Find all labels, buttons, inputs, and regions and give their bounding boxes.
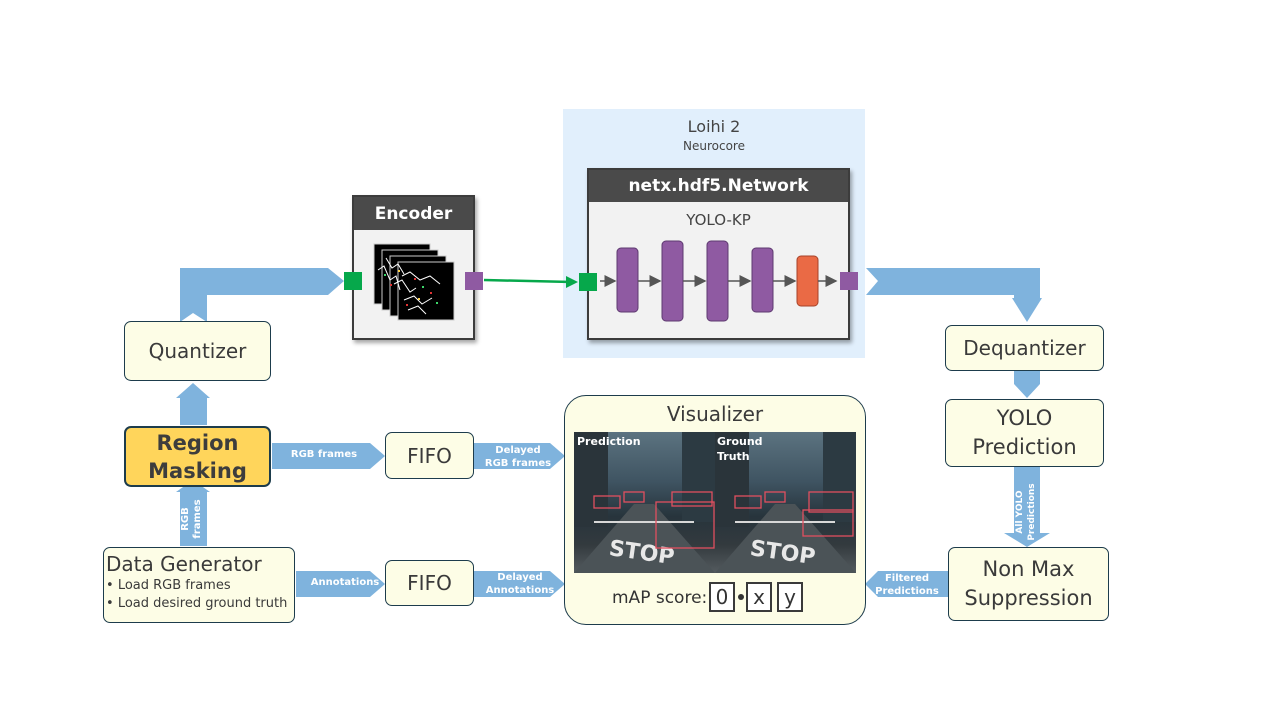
- dequantizer-label: Dequantizer: [963, 336, 1086, 360]
- yolo-prediction-line2: Prediction: [972, 435, 1077, 459]
- arrow-network-to-dequantizer: [866, 268, 1042, 322]
- region-masking-box: Region Masking: [124, 426, 271, 487]
- map-decimal-dot: [738, 594, 744, 600]
- encoder-network-link: [483, 278, 573, 284]
- fifo-bottom-box: FIFO: [385, 560, 474, 606]
- arrow-dequantizer-to-yolo: [1014, 371, 1040, 398]
- data-generator-box: Data Generator • Load RGB frames • Load …: [103, 547, 295, 623]
- data-generator-bullet-1: • Load RGB frames: [106, 578, 231, 593]
- encoder-title: Encoder: [354, 197, 473, 230]
- prediction-label: Prediction: [577, 435, 641, 448]
- layer-output: [796, 255, 819, 307]
- arrow-generator-to-masking: [176, 480, 210, 546]
- layer-2: [661, 240, 684, 322]
- arrow-generator-to-fifo: [296, 571, 385, 597]
- delayed-rgb-label-2: RGB frames: [484, 458, 552, 469]
- network-output-port: [840, 272, 858, 290]
- arrow-fifo-to-visualizer: [474, 443, 565, 469]
- nms-line2: Suppression: [964, 586, 1093, 610]
- fifo-top-box: FIFO: [385, 432, 474, 479]
- region-masking-line2: Masking: [148, 458, 247, 483]
- ground-truth-label: Ground Truth: [717, 435, 763, 463]
- filtered-label-2: Predictions: [875, 586, 939, 597]
- ground-truth-image: STOP Ground Truth: [715, 432, 856, 573]
- layer-4: [751, 247, 774, 313]
- filtered-label-1: Filtered: [884, 573, 930, 584]
- layer-1: [616, 247, 639, 313]
- map-digit-2: x: [746, 582, 772, 612]
- prediction-image: STOP Prediction: [574, 432, 715, 573]
- loihi-title: Loihi 2: [687, 117, 741, 136]
- map-digit-1: 0: [709, 582, 735, 612]
- layer-3: [706, 240, 729, 322]
- arrow-masking-to-fifo: [272, 443, 385, 469]
- arrow-yolo-to-nms: [1004, 467, 1050, 547]
- encoder-output-port: [465, 272, 483, 290]
- yolo-prediction-box: YOLO Prediction: [945, 399, 1104, 467]
- quantizer-label: Quantizer: [148, 339, 247, 363]
- fifo-bottom-label: FIFO: [407, 571, 452, 595]
- arrow-nms-to-visualizer: [865, 571, 948, 597]
- yolo-prediction-line1: YOLO: [996, 406, 1053, 430]
- region-masking-line1: Region: [156, 430, 239, 455]
- quantizer-box: Quantizer: [124, 321, 271, 381]
- loihi-subtitle: Neurocore: [683, 139, 745, 153]
- visualizer-title: Visualizer: [666, 402, 764, 426]
- nms-box: Non Max Suppression: [948, 547, 1109, 621]
- data-generator-title: Data Generator: [106, 552, 262, 576]
- network-layers: [600, 240, 838, 322]
- fifo-top-label: FIFO: [407, 443, 452, 468]
- arrow-quantizer-to-encoder: [180, 268, 344, 322]
- arrow-masking-to-quantizer: [176, 383, 210, 425]
- delayed-annotations-label-1: Delayed: [497, 572, 543, 583]
- data-generator-bullet-2: • Load desired ground truth: [106, 596, 288, 611]
- network-input-port: [579, 273, 597, 291]
- arrow-fifo-annotations-to-visualizer: [474, 571, 565, 597]
- network-title: netx.hdf5.Network: [589, 170, 848, 202]
- encoder-spike-frames: [373, 243, 455, 321]
- annotations-label: Annotations: [310, 577, 380, 588]
- rgb-frames-label: RGB frames: [290, 449, 358, 460]
- map-score-label: mAP score:: [612, 588, 708, 608]
- dequantizer-box: Dequantizer: [945, 325, 1104, 371]
- delayed-rgb-label-1: Delayed: [495, 445, 541, 456]
- nms-line1: Non Max: [982, 557, 1075, 581]
- map-digit-3: y: [777, 582, 803, 612]
- delayed-annotations-label-2: Annotations: [485, 585, 555, 596]
- network-subtitle: YOLO-KP: [686, 211, 751, 229]
- encoder-input-port: [344, 272, 362, 290]
